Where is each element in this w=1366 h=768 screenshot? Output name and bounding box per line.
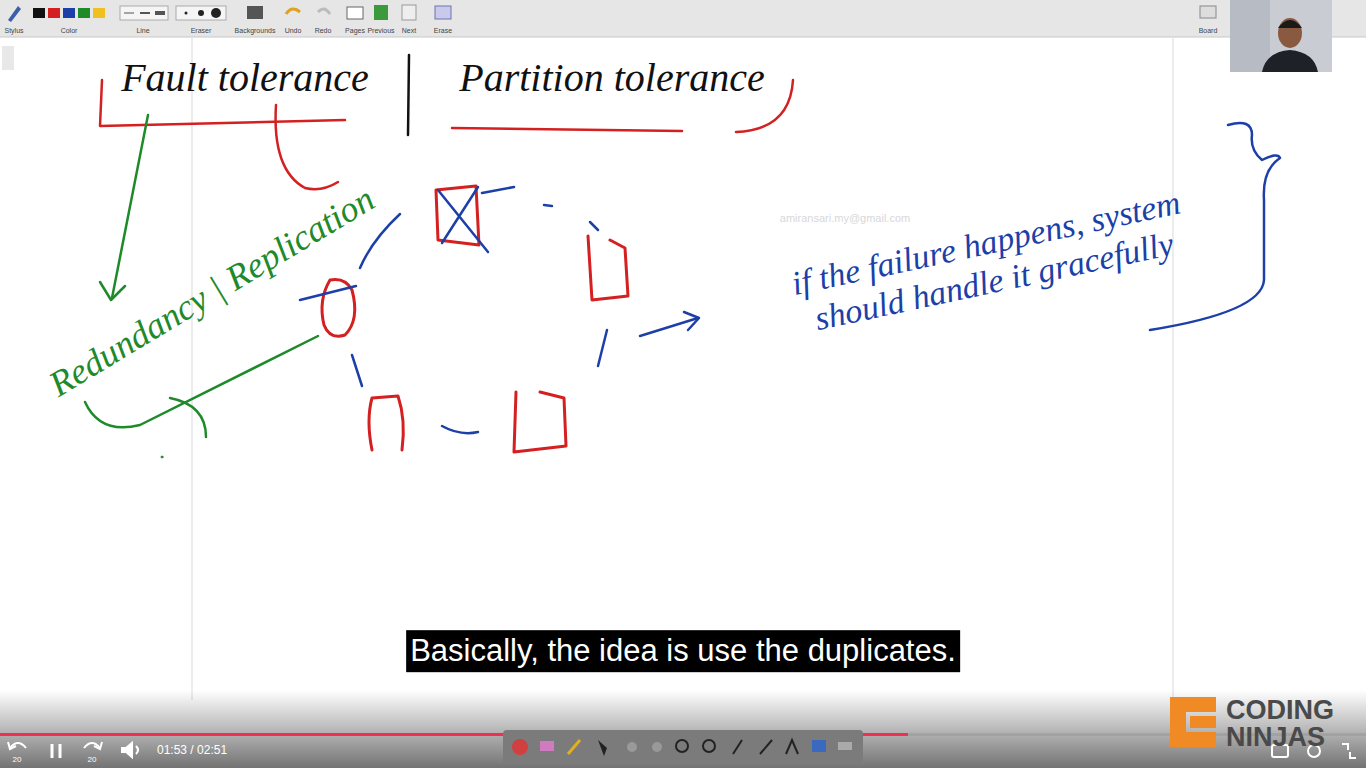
brand-logo	[1170, 697, 1216, 747]
toolbar-label: Board	[1199, 27, 1218, 35]
toolbar-label: Previous	[367, 27, 394, 35]
time-display: 01:53 / 02:51	[157, 744, 227, 758]
toolbar-label: Line	[136, 27, 149, 35]
heading-text: Fault tolerance	[121, 55, 369, 101]
toolbar-label: Color	[61, 27, 78, 35]
brand-text: NINJAS	[1226, 722, 1325, 753]
toolbar-label: Redo	[315, 27, 332, 35]
toolbar-label: Erase	[434, 27, 452, 35]
skip-seconds: 20	[13, 755, 22, 764]
subtitle: Basically, the idea is use the duplicate…	[406, 630, 960, 672]
toolbar-icons	[8, 5, 1216, 22]
player-controls	[8, 742, 1356, 758]
handwritten-note: if the failure happens, system should ha…	[772, 179, 1209, 345]
toolbar-bar	[0, 0, 1366, 37]
toolbar-label: Next	[402, 27, 416, 35]
toolbar-label: Stylus	[4, 27, 23, 35]
brand-text: CODING	[1226, 695, 1334, 726]
annotation-toolbar	[503, 730, 863, 764]
watermark: amiransari.my@gmail.com	[780, 212, 910, 225]
skip-seconds: 20	[88, 755, 97, 764]
toolbar-label: Pages	[345, 27, 365, 35]
toolbar-label: Backgrounds	[235, 27, 276, 35]
toolbar-label: Undo	[285, 27, 302, 35]
toolbar-label: Eraser	[191, 27, 212, 35]
heading-text: Partition tolerance	[459, 55, 765, 101]
webcam-thumbnail	[1230, 0, 1332, 72]
